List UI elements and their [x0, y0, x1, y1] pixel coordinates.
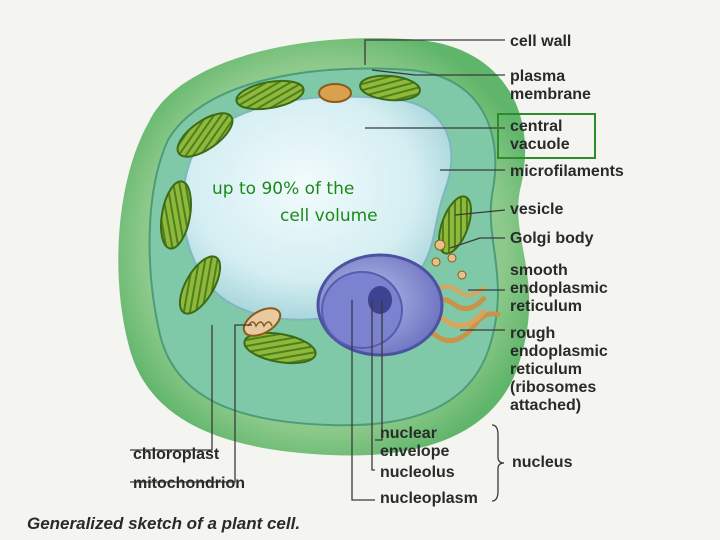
mitochondria [242, 83, 352, 337]
label-vesicle: vesicle [510, 201, 564, 218]
central-vacuole-highlight [497, 113, 596, 159]
label-rough-er: rough endoplasmic reticulum (ribosomes a… [510, 325, 608, 414]
chloroplast-5 [178, 255, 222, 315]
vacuole-volume-annotation-line1: up to 90% of the [212, 179, 355, 199]
label-nucleolus: nucleolus [380, 464, 455, 481]
label-golgi-body: Golgi body [510, 230, 594, 247]
chloroplast-7 [438, 195, 472, 255]
chloroplast-6 [243, 331, 317, 365]
label-mitochondrion: mitochondrion [133, 475, 245, 492]
label-chloroplast: chloroplast [133, 446, 220, 463]
vacuole-volume-annotation-line2: cell volume [280, 206, 378, 226]
chloroplast-3 [359, 74, 421, 102]
chloroplast-1 [176, 112, 234, 158]
label-smooth-er: smooth endoplasmic reticulum [510, 262, 608, 315]
nucleus-shape [316, 253, 444, 357]
leader-lines [130, 39, 506, 502]
chloroplasts [160, 74, 472, 365]
chloroplast-2 [235, 79, 305, 111]
label-nucleoplasm: nucleoplasm [380, 490, 478, 507]
label-nuclear-envelope: nuclear envelope [380, 425, 450, 460]
label-nucleus: nucleus [512, 454, 573, 471]
label-cell-wall: cell wall [510, 33, 572, 50]
chloroplast-4 [160, 180, 192, 250]
label-microfilaments: microfilaments [510, 163, 624, 180]
label-central-vacuole: central vacuole [510, 118, 570, 153]
figure-caption: Generalized sketch of a plant cell. [27, 514, 301, 533]
label-plasma-membrane: plasma membrane [510, 68, 591, 103]
